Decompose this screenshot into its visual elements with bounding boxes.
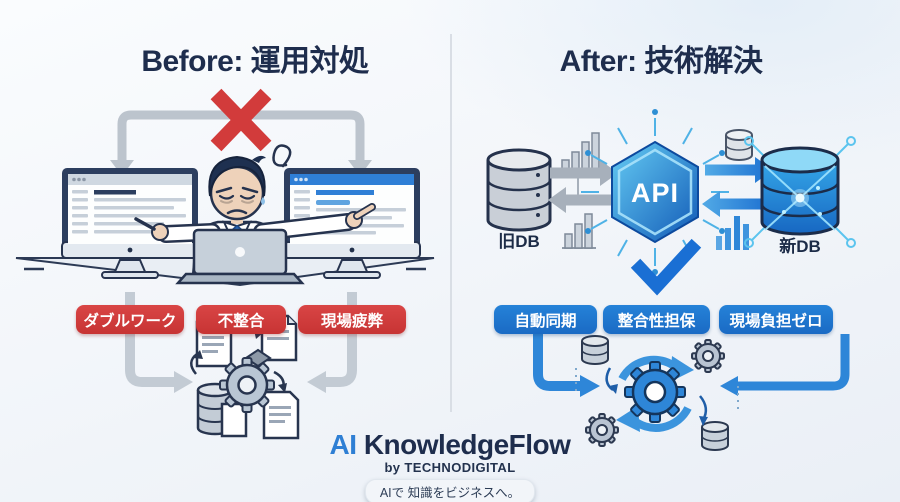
benefit-badge-consistency: 整合性担保 <box>603 305 710 334</box>
issue-badge-double-work: ダブルワーク <box>76 305 184 334</box>
brand-prefix: AI <box>329 429 358 460</box>
brand-name: KnowledgeFlow <box>363 429 571 460</box>
pen-icon <box>134 217 156 231</box>
flow-arrow-left-blue <box>533 334 600 397</box>
brand-logo: AI KnowledgeFlow <box>330 430 571 459</box>
red-x-icon <box>210 88 272 152</box>
issue-badge-inconsistency: 不整合 <box>196 305 286 334</box>
left-hand <box>151 223 169 241</box>
issue-badge-site-fatigue: 現場疲弊 <box>298 305 406 334</box>
before-illustration <box>15 88 435 287</box>
benefit-badge-zero-burden: 現場負担ゼロ <box>719 305 833 334</box>
right-monitor-icon <box>283 168 421 279</box>
dizzy-scribble-icon <box>272 144 292 168</box>
sync-arrows-gray-icon <box>548 160 618 213</box>
after-illustration: 旧DB <box>486 109 856 296</box>
after-flow-illustration <box>533 334 850 451</box>
bar-chart-blue-icon <box>716 216 749 250</box>
center-divider <box>450 34 452 412</box>
blue-gear-icon <box>624 361 686 423</box>
checkmark-icon <box>630 238 702 296</box>
api-label: API <box>631 178 679 208</box>
after-title: After: 技術解決 <box>559 45 763 78</box>
left-monitor-icon <box>61 168 199 279</box>
down-arrow-right <box>307 292 357 393</box>
tired-worker-illustration <box>134 144 376 278</box>
brand-byline: by TECHNODIGITAL <box>384 460 516 476</box>
down-arrow-left <box>125 292 193 393</box>
sync-arrows-blue-icon <box>702 157 773 217</box>
footer-brand: AI KnowledgeFlow by TECHNODIGITAL AIで 知識… <box>0 430 900 502</box>
before-title: Before: 運用対処 <box>141 45 369 78</box>
gear-icon <box>219 357 275 413</box>
api-network-rays <box>581 118 729 266</box>
flow-arrow-right-blue <box>720 334 850 396</box>
new-db-label: 新DB <box>779 236 821 256</box>
benefit-badge-auto-sync: 自動同期 <box>494 305 597 334</box>
old-db-label: 旧DB <box>498 232 540 251</box>
old-database-icon <box>486 148 552 232</box>
api-hexagon-icon: API <box>611 140 699 244</box>
sweat-drop-icon <box>261 197 265 205</box>
automated-sync-gears-icon <box>575 335 739 451</box>
laptop-icon <box>175 228 305 285</box>
brand-tagline: AIで 知識をビジネスへ。 <box>364 479 536 502</box>
bar-chart-up-icon <box>560 132 600 174</box>
manual-sync-documents-icon <box>190 314 300 440</box>
new-database-icon <box>744 136 856 248</box>
